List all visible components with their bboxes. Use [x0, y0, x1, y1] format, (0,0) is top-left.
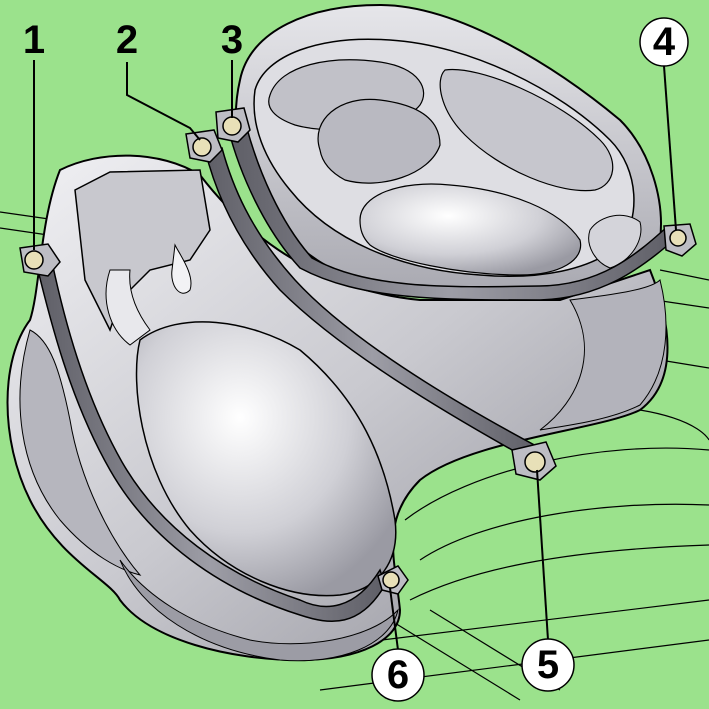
- nut-5: [511, 441, 557, 481]
- callout-5: 5: [521, 638, 575, 692]
- callout-6-text: 6: [387, 653, 409, 697]
- callout-leaders: [33, 60, 677, 651]
- callout-5-circle: [521, 638, 575, 692]
- callout-3: 3: [221, 18, 243, 62]
- nut-1: [19, 243, 61, 277]
- fasteners: [19, 107, 697, 595]
- callout-2-text: 2: [116, 18, 138, 62]
- fuel-tank: [6, 3, 669, 662]
- callout-1: 1: [23, 18, 45, 62]
- callout-6: 6: [371, 648, 425, 702]
- callout-4-text: 4: [653, 20, 676, 64]
- nut-4: [663, 223, 697, 257]
- callout-4: 4: [639, 17, 689, 67]
- callout-2: 2: [116, 18, 138, 62]
- callout-4-circle: [639, 17, 689, 67]
- callout-3-text: 3: [221, 18, 243, 62]
- callout-1-text: 1: [23, 18, 45, 62]
- nut-2: [185, 129, 223, 163]
- callout-6-circle: [371, 648, 425, 702]
- callout-5-text: 5: [537, 643, 559, 687]
- callout-labels: 1 2 3 4 5 6: [23, 17, 689, 702]
- strap-left: [35, 261, 386, 623]
